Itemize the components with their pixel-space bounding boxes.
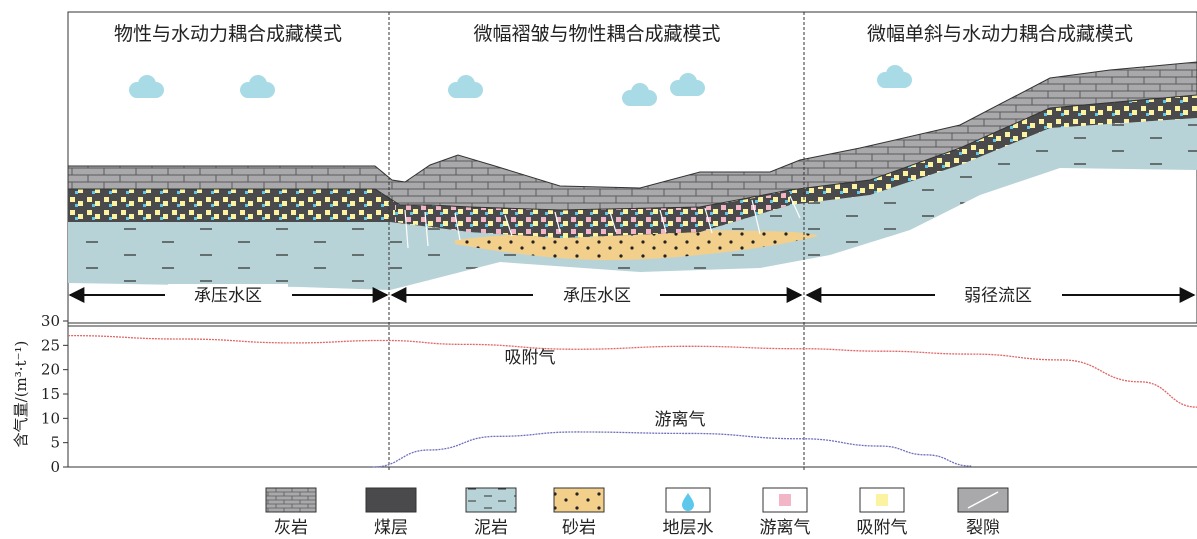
limestone-layer bbox=[67, 61, 1197, 211]
mudstone-swatch bbox=[465, 487, 517, 513]
y-tick-label: 20 bbox=[41, 361, 60, 379]
y-axis-label: 含气量/(m³·t⁻¹) bbox=[12, 341, 30, 448]
water-drop-icon bbox=[682, 493, 694, 511]
adsorbed-gas-icon bbox=[876, 494, 888, 506]
legend-label-adsorbed-gas: 吸附气 bbox=[857, 518, 908, 538]
legend-label-mudstone: 泥岩 bbox=[474, 518, 508, 538]
mudstone-layer bbox=[68, 118, 1197, 290]
legend-item-water: 地层水 bbox=[663, 487, 714, 538]
y-tick-label: 30 bbox=[41, 312, 60, 330]
zone-title-3: 微幅单斜与水动力耦合成藏模式 bbox=[867, 23, 1133, 45]
legend-label-water: 地层水 bbox=[663, 518, 714, 538]
free-gas-icon bbox=[779, 494, 791, 506]
coal-seam bbox=[68, 95, 1197, 238]
gas-curves bbox=[67, 334, 1197, 468]
y-tick-label: 10 bbox=[41, 409, 60, 427]
legend-label-fracture: 裂隙 bbox=[966, 518, 1000, 538]
zone-area-label-1: 承压水区 bbox=[194, 286, 262, 306]
gas-content-chart: 0 5 10 15 20 25 30 吸附气 游离气 含气量/(m³·t⁻¹) bbox=[12, 312, 1197, 476]
legend-item-free-gas: 游离气 bbox=[760, 487, 811, 538]
y-tick-label: 15 bbox=[41, 385, 60, 403]
y-tick-label: 0 bbox=[50, 458, 60, 476]
adsorbed-gas-curve bbox=[67, 334, 1197, 408]
y-tick-label: 5 bbox=[50, 434, 60, 452]
free-gas-curve-label: 游离气 bbox=[655, 410, 706, 430]
adsorbed-gas-curve-label: 吸附气 bbox=[505, 348, 556, 368]
y-axis-ticks: 0 5 10 15 20 25 30 bbox=[41, 312, 68, 476]
legend-label-sandstone: 砂岩 bbox=[562, 518, 596, 538]
legend-item-coal: 煤层 bbox=[365, 487, 417, 538]
legend-item-fracture: 裂隙 bbox=[957, 487, 1009, 538]
legend-item-sandstone: 砂岩 bbox=[553, 487, 605, 538]
legend: 灰岩 煤层 泥岩 砂岩 地层水 游离气 bbox=[265, 487, 1009, 538]
fracture-icon bbox=[967, 491, 999, 509]
free-gas-curve bbox=[372, 431, 972, 468]
zone-title-2: 微幅褶皱与物性耦合成藏模式 bbox=[473, 23, 720, 45]
zone-label-bg-1 bbox=[168, 284, 288, 306]
sandstone-lens bbox=[455, 229, 818, 261]
coal-seam-free-gas bbox=[395, 192, 790, 238]
zone-label-bg-3 bbox=[938, 284, 1058, 306]
legend-item-mudstone: 泥岩 bbox=[465, 487, 517, 538]
coal-swatch bbox=[365, 487, 417, 513]
zone-area-label-3: 弱径流区 bbox=[964, 286, 1032, 306]
fracture-lines bbox=[404, 195, 801, 249]
zone-label-bg-2 bbox=[536, 284, 656, 306]
legend-label-coal: 煤层 bbox=[374, 518, 408, 538]
legend-item-limestone: 灰岩 bbox=[265, 487, 317, 538]
legend-item-adsorbed-gas: 吸附气 bbox=[857, 487, 908, 538]
zone-title-1: 物性与水动力耦合成藏模式 bbox=[114, 23, 342, 45]
y-tick-label: 25 bbox=[41, 336, 60, 354]
limestone-swatch bbox=[265, 487, 317, 513]
legend-label-free-gas: 游离气 bbox=[760, 518, 811, 538]
zone-area-label-2: 承压水区 bbox=[563, 286, 631, 306]
cloud-icons bbox=[129, 65, 912, 106]
legend-label-limestone: 灰岩 bbox=[274, 518, 308, 538]
sandstone-swatch bbox=[553, 487, 605, 513]
